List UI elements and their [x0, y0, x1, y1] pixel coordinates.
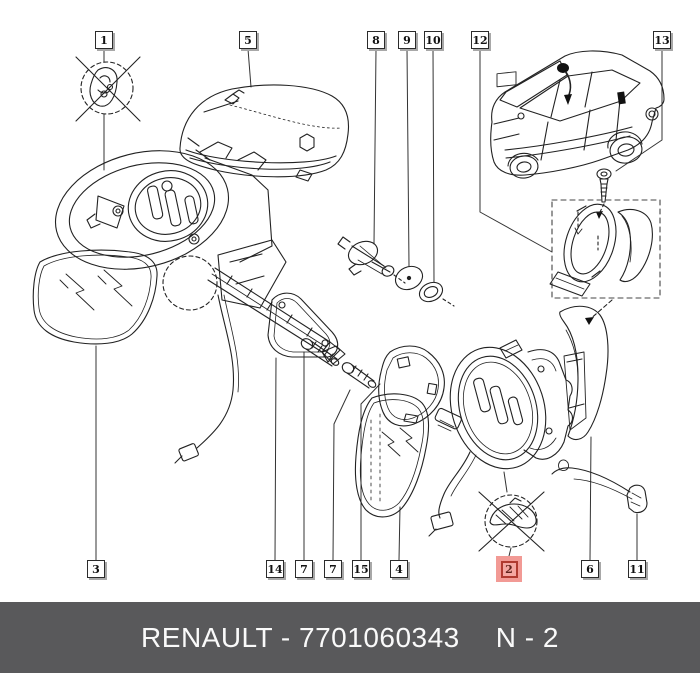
crossed-out-indicator-lamp	[478, 491, 545, 552]
footer-bar: RENAULT - 7701060343 N - 2	[0, 602, 700, 673]
callout-4-label: 4	[395, 562, 403, 576]
callout-7b-label: 7	[329, 562, 337, 576]
callout-10-label: 10	[425, 33, 441, 47]
callout-2[interactable]: 2	[500, 560, 518, 578]
callout-12[interactable]: 12	[471, 31, 489, 49]
leader-lines	[95, 48, 663, 561]
mirror-base-cover	[559, 305, 609, 441]
callout-15-label: 15	[353, 562, 369, 576]
ring-seal-part	[418, 281, 455, 307]
callout-3-label: 3	[92, 562, 100, 576]
callout-6[interactable]: 6	[581, 560, 599, 578]
mirror-arm-and-cable	[174, 267, 346, 464]
mirror-housing-with-motor	[54, 141, 287, 311]
callout-11[interactable]: 11	[628, 560, 646, 578]
mirror-cover-shell	[179, 84, 350, 182]
callout-5[interactable]: 5	[239, 31, 257, 49]
triangular-frame	[378, 345, 445, 427]
callout-11-label: 11	[629, 562, 645, 576]
callout-4[interactable]: 4	[390, 560, 408, 578]
mirror-glass-large	[32, 249, 158, 345]
wire-bracket	[551, 459, 648, 514]
callout-1[interactable]: 1	[95, 31, 113, 49]
screw-b	[341, 362, 377, 389]
callout-13-label: 13	[654, 33, 670, 47]
callout-15[interactable]: 15	[352, 560, 370, 578]
triangular-gasket	[267, 292, 339, 358]
callout-2-highlight[interactable]: 2	[496, 556, 522, 582]
screw-a	[300, 338, 340, 367]
mirror-glass-small	[354, 393, 430, 518]
mounting-screw	[596, 168, 612, 219]
dashed-assembly-box	[549, 199, 661, 325]
callout-7b[interactable]: 7	[324, 560, 342, 578]
callout-3[interactable]: 3	[87, 560, 105, 578]
car-illustration	[490, 50, 665, 179]
callout-10[interactable]: 10	[424, 31, 442, 49]
callout-9[interactable]: 9	[398, 31, 416, 49]
callout-13[interactable]: 13	[653, 31, 671, 49]
callout-7a[interactable]: 7	[295, 560, 313, 578]
callout-8-label: 8	[372, 33, 380, 47]
disc-seal-part	[394, 265, 424, 291]
callout-9-label: 9	[403, 33, 411, 47]
callout-14-label: 14	[267, 562, 283, 576]
callout-6-label: 6	[586, 562, 594, 576]
cone-grommet-part	[337, 236, 406, 284]
callout-7a-label: 7	[300, 562, 308, 576]
footer-page-reference: N - 2	[495, 621, 559, 653]
crossed-out-bulb-icon	[75, 56, 141, 122]
callout-5-label: 5	[244, 33, 252, 47]
callout-8[interactable]: 8	[367, 31, 385, 49]
callout-2-label: 2	[505, 562, 513, 576]
motor-seal-assembly	[428, 339, 574, 537]
callout-14[interactable]: 14	[266, 560, 284, 578]
exploded-diagram	[32, 48, 665, 561]
footer-brand-part-number: RENAULT - 7701060343	[141, 621, 460, 653]
callout-1-label: 1	[100, 33, 108, 47]
callout-12-label: 12	[472, 33, 488, 47]
